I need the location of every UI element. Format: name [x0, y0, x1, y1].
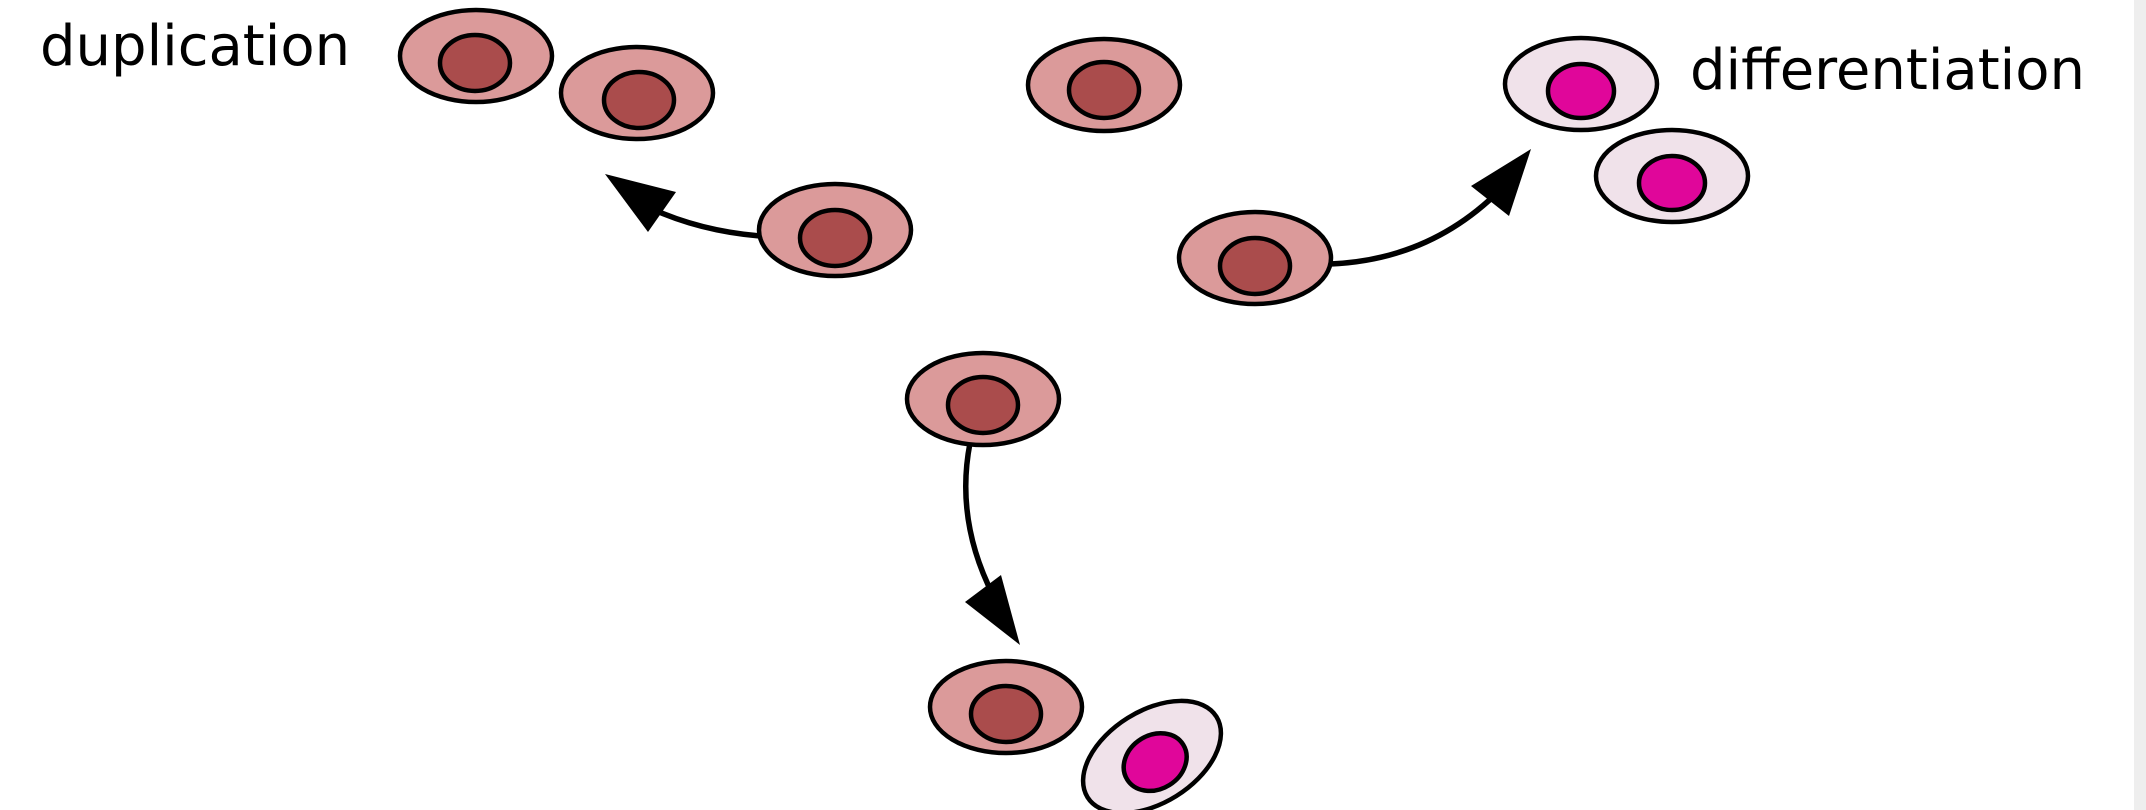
- differentiated-cell-daughter-1: [1505, 38, 1657, 130]
- stem-cell-source: [907, 353, 1059, 445]
- stem-cell-duplication-daughter-2: [561, 47, 713, 139]
- arrow-shaft: [650, 208, 760, 236]
- stem-cell-left-intermediate: [759, 184, 911, 276]
- cell-nucleus: [948, 377, 1018, 433]
- arrow-head: [605, 174, 676, 232]
- cell-nucleus: [604, 72, 674, 128]
- stem-cell-duplication-daughter-1: [400, 10, 552, 102]
- stem-cell-middle-top: [1028, 39, 1180, 131]
- arrow-shaft: [966, 443, 993, 595]
- differentiated-cell-daughter-2: [1596, 130, 1748, 222]
- arrow-to-asymmetric-division: [965, 443, 1020, 645]
- differentiation-label: differentiation: [1690, 38, 2085, 103]
- cell-nucleus: [1548, 64, 1614, 118]
- cell-nucleus: [1220, 238, 1290, 294]
- right-edge-strip: [2134, 0, 2146, 810]
- cell-nucleus: [1639, 156, 1705, 210]
- stem-cell-asymmetric-daughter: [930, 661, 1082, 753]
- arrow-to-differentiation: [1330, 149, 1531, 264]
- cell-nucleus: [971, 686, 1041, 742]
- cell-nucleus: [440, 35, 510, 91]
- cell-nucleus: [1069, 62, 1139, 118]
- arrow-head: [965, 575, 1020, 645]
- differentiated-cell-asymmetric-daughter: [1063, 678, 1241, 810]
- stem-cell-right-intermediate: [1179, 212, 1331, 304]
- arrow-to-duplication: [605, 174, 760, 236]
- arrow-shaft: [1330, 190, 1500, 264]
- cell-nucleus: [800, 210, 870, 266]
- duplication-label: duplication: [40, 14, 350, 79]
